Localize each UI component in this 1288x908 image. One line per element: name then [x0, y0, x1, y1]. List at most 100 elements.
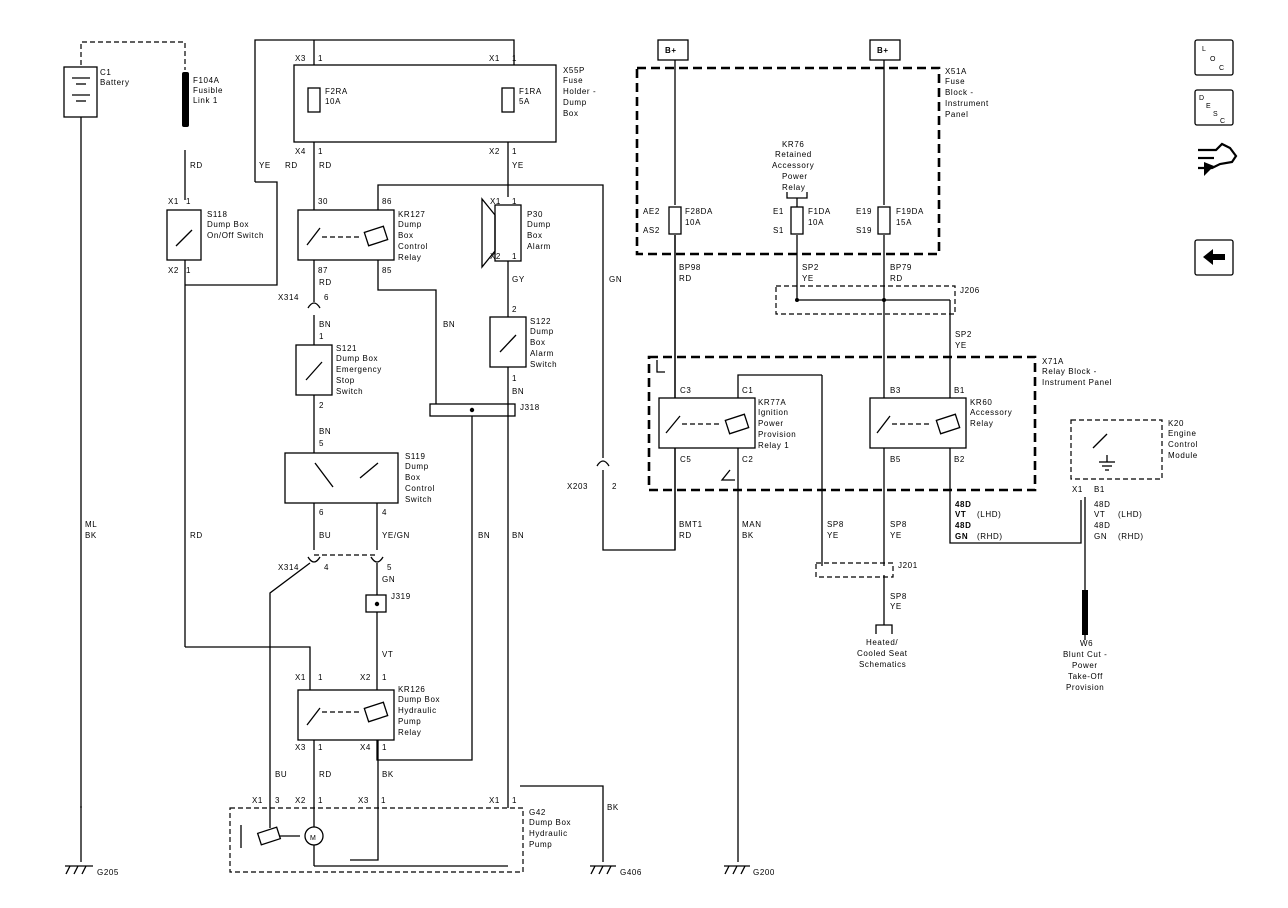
- s118-switch: [166, 209, 202, 261]
- svg-text:KR126: KR126: [398, 685, 425, 694]
- svg-text:S118: S118: [207, 210, 228, 219]
- svg-text:Pump: Pump: [398, 717, 421, 726]
- svg-text:1: 1: [512, 197, 517, 206]
- svg-text:S: S: [1213, 111, 1218, 118]
- svg-text:VT: VT: [382, 650, 393, 659]
- svg-text:On/Off Switch: On/Off Switch: [207, 231, 264, 240]
- svg-text:86: 86: [382, 197, 392, 206]
- svg-text:YE: YE: [890, 602, 902, 611]
- svg-text:Accessory: Accessory: [970, 408, 1012, 417]
- svg-text:F28DA: F28DA: [685, 207, 713, 216]
- svg-text:F1DA: F1DA: [808, 207, 831, 216]
- s121-switch: [295, 344, 333, 396]
- svg-text:X1: X1: [489, 796, 500, 805]
- svg-text:X4: X4: [295, 147, 306, 156]
- svg-text:48D: 48D: [955, 521, 971, 530]
- svg-text:Relay: Relay: [970, 419, 993, 428]
- svg-text:X71A: X71A: [1042, 357, 1064, 366]
- svg-text:E19: E19: [856, 207, 872, 216]
- svg-text:Take-Off: Take-Off: [1068, 672, 1103, 681]
- svg-text:J201: J201: [898, 561, 918, 570]
- svg-text:1: 1: [186, 266, 191, 275]
- svg-text:GN: GN: [1094, 532, 1107, 541]
- svg-text:Provision: Provision: [758, 430, 796, 439]
- ground-g205-icon: [65, 865, 93, 875]
- svg-text:B+: B+: [877, 46, 889, 55]
- svg-text:Control: Control: [1168, 440, 1198, 449]
- svg-text:Provision: Provision: [1066, 683, 1104, 692]
- svg-text:X314: X314: [278, 563, 299, 572]
- svg-text:BN: BN: [478, 531, 490, 540]
- svg-text:W6: W6: [1080, 639, 1093, 648]
- svg-text:KR76: KR76: [782, 140, 804, 149]
- svg-text:1: 1: [512, 147, 517, 156]
- svg-text:YE: YE: [259, 161, 271, 170]
- svg-text:B+: B+: [665, 46, 677, 55]
- svg-text:X1: X1: [252, 796, 263, 805]
- svg-text:X4: X4: [360, 743, 371, 752]
- pointing-hand-icon[interactable]: [1198, 142, 1238, 176]
- svg-text:85: 85: [382, 266, 392, 275]
- svg-text:Hydraulic: Hydraulic: [529, 829, 568, 838]
- svg-text:5: 5: [319, 439, 324, 448]
- s119-switch: [284, 452, 399, 504]
- svg-text:30: 30: [318, 197, 328, 206]
- svg-text:G205: G205: [97, 868, 119, 877]
- svg-text:YE: YE: [802, 274, 814, 283]
- f2ra-fuse: [307, 87, 321, 113]
- svg-text:Relay 1: Relay 1: [758, 441, 789, 450]
- back-arrow-icon[interactable]: [1194, 239, 1234, 276]
- svg-text:BP98: BP98: [679, 263, 701, 272]
- fusible-link: [182, 72, 189, 127]
- svg-text:F2RA: F2RA: [325, 87, 348, 96]
- svg-text:Fuse: Fuse: [563, 76, 583, 85]
- svg-text:Dump Box: Dump Box: [398, 695, 440, 704]
- loc-button[interactable]: L O C: [1194, 39, 1234, 76]
- svg-text:Block -: Block -: [945, 88, 974, 97]
- svg-text:GN: GN: [609, 275, 622, 284]
- svg-text:BN: BN: [319, 320, 331, 329]
- svg-text:10A: 10A: [685, 218, 701, 227]
- svg-text:VT: VT: [955, 510, 966, 519]
- svg-text:6: 6: [319, 508, 324, 517]
- svg-text:BP79: BP79: [890, 263, 912, 272]
- svg-text:KR77A: KR77A: [758, 398, 786, 407]
- svg-text:1: 1: [382, 673, 387, 682]
- svg-text:1: 1: [512, 796, 517, 805]
- svg-text:1: 1: [382, 743, 387, 752]
- svg-text:Power: Power: [782, 172, 808, 181]
- svg-text:Heated/: Heated/: [866, 638, 898, 647]
- svg-text:5A: 5A: [519, 97, 530, 106]
- svg-text:KR60: KR60: [970, 398, 992, 407]
- svg-text:YE: YE: [955, 341, 967, 350]
- svg-text:X3: X3: [295, 54, 306, 63]
- svg-text:SP8: SP8: [827, 520, 844, 529]
- svg-text:BN: BN: [512, 387, 524, 396]
- svg-text:RD: RD: [190, 531, 203, 540]
- svg-text:SP8: SP8: [890, 520, 907, 529]
- svg-text:RD: RD: [679, 274, 692, 283]
- svg-text:BMT1: BMT1: [679, 520, 703, 529]
- svg-text:Ignition: Ignition: [758, 408, 789, 417]
- svg-text:Dump: Dump: [563, 98, 587, 107]
- svg-text:Switch: Switch: [336, 387, 363, 396]
- svg-text:BK: BK: [85, 531, 97, 540]
- svg-text:MAN: MAN: [742, 520, 762, 529]
- svg-text:X2: X2: [168, 266, 179, 275]
- svg-text:Box: Box: [530, 338, 546, 347]
- svg-text:KR127: KR127: [398, 210, 425, 219]
- svg-text:Fusible: Fusible: [193, 86, 223, 95]
- svg-text:Dump: Dump: [530, 327, 554, 336]
- svg-text:Dump: Dump: [405, 462, 429, 471]
- desc-button[interactable]: D E S C: [1194, 89, 1234, 126]
- grounds: [65, 865, 750, 875]
- svg-text:C: C: [1219, 65, 1225, 72]
- svg-text:C: C: [1220, 118, 1226, 125]
- svg-text:1: 1: [318, 743, 323, 752]
- svg-text:ML: ML: [85, 520, 97, 529]
- svg-text:S19: S19: [856, 226, 872, 235]
- svg-text:X2: X2: [360, 673, 371, 682]
- svg-text:1: 1: [318, 673, 323, 682]
- svg-text:GN: GN: [382, 575, 395, 584]
